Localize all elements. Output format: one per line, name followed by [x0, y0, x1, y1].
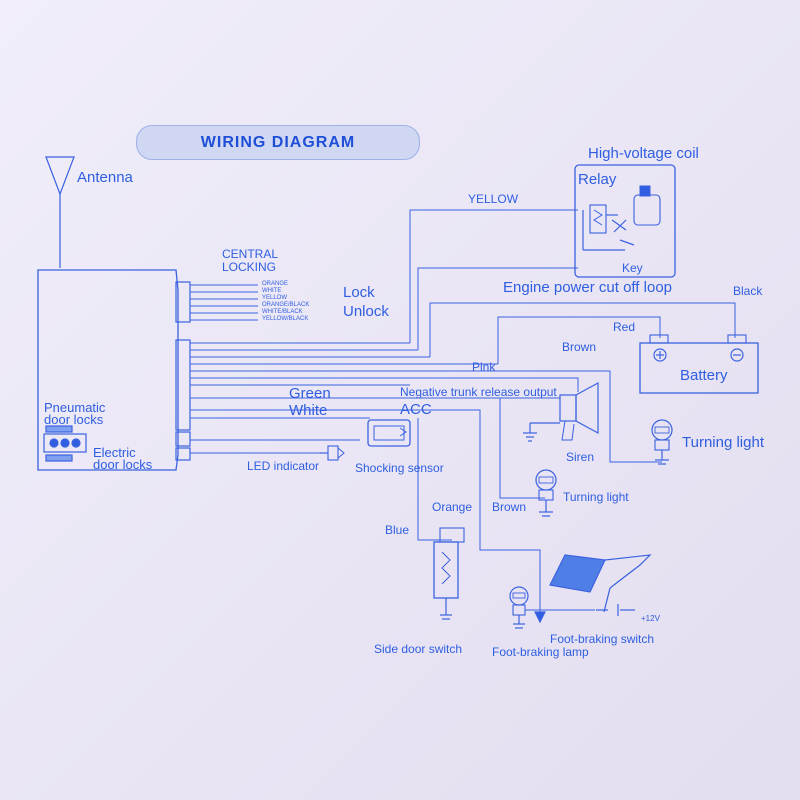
shocking-sensor-label: Shocking sensor [355, 461, 444, 475]
diagram-title: WIRING DIAGRAM [200, 133, 356, 151]
brown-wire-label-top: Brown [562, 340, 597, 354]
blue-wire-label: Blue [385, 523, 410, 537]
engine-cut-off-label: Engine power cut off loop [503, 279, 673, 296]
electric-label-2: door locks [93, 457, 153, 473]
side-door-switch-label: Side door switch [374, 642, 463, 656]
foot-braking-lamp-label: Foot-braking lamp [492, 645, 589, 659]
siren-label: Siren [566, 450, 595, 464]
central-locking-label-2: LOCKING [222, 260, 277, 274]
turning-light-right-label: Turning light [682, 434, 764, 451]
negative-trunk-label: Negative trunk release output [400, 385, 557, 399]
central-locking-label-1: CENTRAL [222, 247, 279, 261]
green-wire-label: Green [289, 385, 331, 402]
unlock-label: Unlock [343, 303, 389, 320]
foot-braking-pedal-icon [549, 554, 652, 616]
yellow-wire-label: YELLOW [468, 192, 519, 206]
locking-wire-2: YELLOW [262, 295, 288, 301]
turning-light-right-icon [651, 419, 673, 465]
electric-door-locks-label: Electric door locks [93, 445, 153, 473]
locking-wire-1: WHITE [262, 288, 282, 294]
pneumatic-label-2: door locks [44, 412, 104, 428]
plus12v-label: +12V [641, 614, 660, 623]
orange-wire-label: Orange [432, 500, 473, 514]
pneumatic-label-1: Pneumatic [44, 400, 106, 415]
shocking-sensor-icon [367, 419, 411, 447]
white-wire-label: White [289, 402, 328, 419]
brown-wire-label-mid: Brown [492, 500, 527, 514]
diagram-title-banner: WIRING DIAGRAM [136, 125, 420, 160]
battery-icon [639, 334, 759, 394]
acc-label: ACC [400, 401, 432, 418]
control-module [37, 269, 191, 471]
high-voltage-coil-label: High-voltage coil [588, 145, 699, 162]
battery-label: Battery [680, 367, 728, 384]
foot-braking-switch-label: Foot-braking switch [550, 632, 655, 646]
antenna-label: Antenna [77, 169, 133, 186]
black-wire-label: Black [733, 284, 763, 298]
pink-wire-label: Pink [472, 360, 496, 374]
lock-label: Lock [343, 284, 375, 301]
electric-label-1: Electric [93, 445, 136, 460]
turning-light-mid-icon [535, 469, 557, 517]
locking-wire-3: ORANGE/BLACK [262, 302, 310, 308]
relay-box [574, 164, 676, 278]
side-door-switch-icon [433, 527, 465, 620]
central-locking-wires [190, 284, 258, 321]
led-indicator-icon [320, 445, 345, 461]
locking-wire-4: WHITE/BLACK [262, 309, 303, 315]
led-indicator-label: LED indicator [247, 459, 320, 473]
antenna-icon [45, 156, 75, 268]
pneumatic-door-locks-label: Pneumatic door locks [44, 400, 106, 428]
red-wire-label: Red [613, 320, 636, 334]
siren-icon [523, 381, 599, 442]
foot-braking-lamp-icon [509, 586, 529, 629]
key-label: Key [622, 261, 643, 275]
relay-label: Relay [578, 171, 617, 188]
harness-wires [190, 342, 560, 454]
turning-light-mid-label: Turning light [563, 490, 629, 504]
locking-wire-0: ORANGE [262, 281, 289, 287]
locking-wire-5: YELLOW/BLACK [262, 316, 309, 322]
